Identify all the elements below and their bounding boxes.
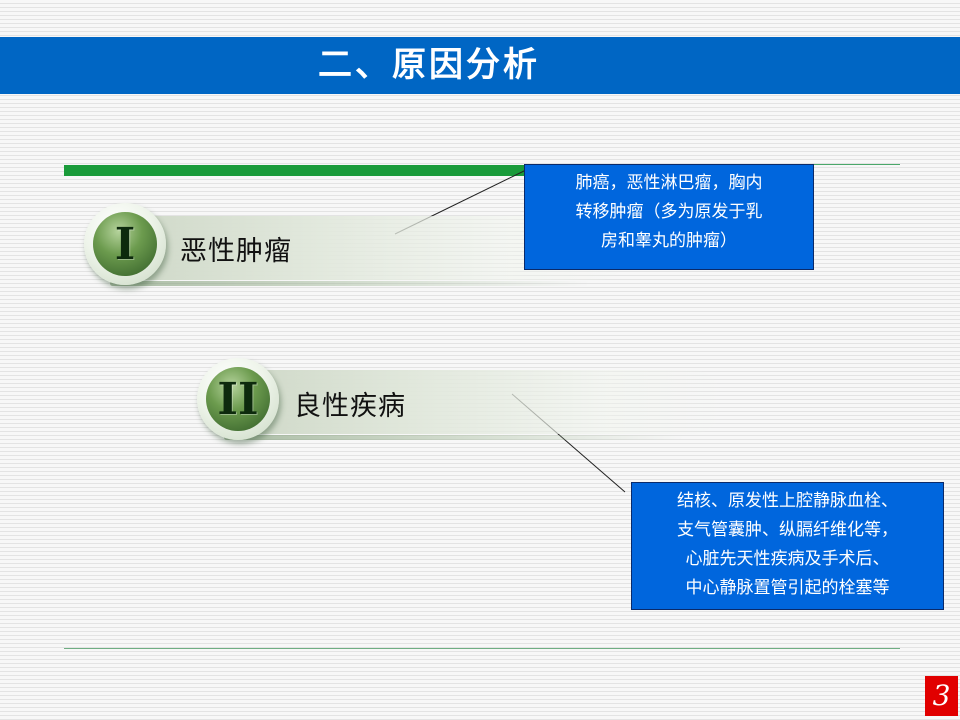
category-label-malignant: 恶性肿瘤 (180, 236, 292, 267)
callout-malignant-line-1: 肺癌，恶性淋巴瘤，胸内 (575, 173, 763, 193)
callout-benign-line-2: 支气管囊肿、纵膈纤维化等， (677, 520, 898, 540)
page-title: 二、原因分析 (318, 45, 540, 85)
numeral-1: I (93, 212, 157, 276)
callout-benign-line-3: 心脏先天性疾病及手术后、 (685, 549, 890, 569)
numeral-badge-1: I (84, 203, 166, 285)
callout-malignant-line-3: 房和睾丸的肿瘤） (601, 231, 737, 251)
callout-benign-line-4: 中心静脉置管引起的栓塞等 (685, 578, 890, 598)
numeral-2: II (206, 367, 270, 431)
numeral-badge-2: II (197, 358, 279, 440)
title-bar: 二、原因分析 (0, 37, 960, 94)
callout-benign: 结核、原发性上腔静脉血栓、 支气管囊肿、纵膈纤维化等， 心脏先天性疾病及手术后、… (631, 482, 944, 610)
callout-benign-line-1: 结核、原发性上腔静脉血栓、 (677, 491, 898, 511)
category-label-benign: 良性疾病 (294, 391, 406, 422)
callout-malignant: 肺癌，恶性淋巴瘤，胸内 转移肿瘤（多为原发于乳 房和睾丸的肿瘤） (524, 164, 814, 270)
green-divider (64, 165, 524, 176)
category-band-benign (224, 370, 724, 440)
callout-malignant-line-2: 转移肿瘤（多为原发于乳 (575, 202, 763, 222)
page-number-badge: 3 (925, 676, 958, 716)
bottom-thin-divider (64, 648, 900, 649)
